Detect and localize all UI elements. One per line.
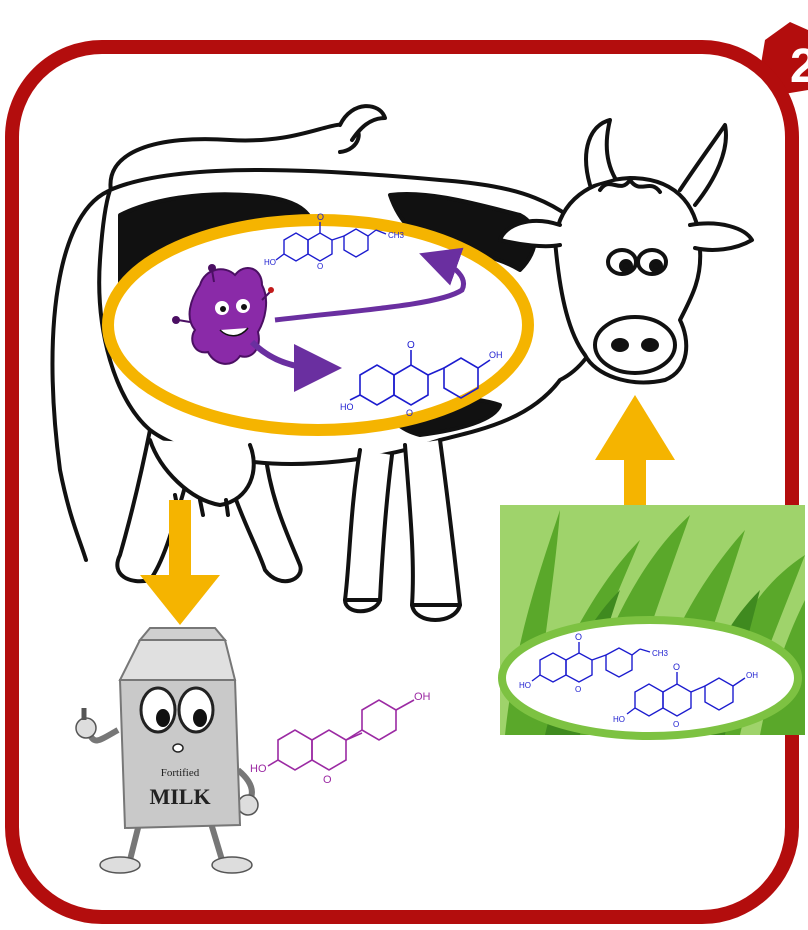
step-badge-number: 2 [790,40,808,93]
rumen-formononetin-methoxy: CH3 [388,231,405,240]
equol-ho: HO [250,763,267,775]
grass-formononetin-ho: HO [519,681,531,690]
grass-formononetin-carbonyl-o: O [575,632,582,642]
milk-carton-label-fortified: Fortified [161,767,200,779]
rumen-daidzein-ring-o: O [406,408,413,418]
rumen-formononetin-ring-o: O [317,262,323,271]
grass-daidzein-ho: HO [613,715,625,724]
rumen-daidzein-ho: HO [340,402,354,412]
grass-formononetin-methoxy: CH3 [652,649,669,658]
equol-oh: OH [414,691,431,703]
grass-daidzein-ring-o: O [673,720,679,729]
rumen-daidzein-carbonyl-o: O [407,340,415,351]
equol-ring-o: O [323,774,332,786]
grass-formononetin-ring-o: O [575,685,581,694]
rumen-ring [108,220,528,430]
grass-daidzein-oh: OH [746,671,758,680]
rumen-formononetin-carbonyl-o: O [317,212,324,222]
grass-daidzein-carbonyl-o: O [673,662,680,672]
milk-carton-label-milk: MILK [149,784,210,809]
rumen-daidzein-oh: OH [489,350,503,360]
rumen-formononetin-ho: HO [264,258,276,267]
